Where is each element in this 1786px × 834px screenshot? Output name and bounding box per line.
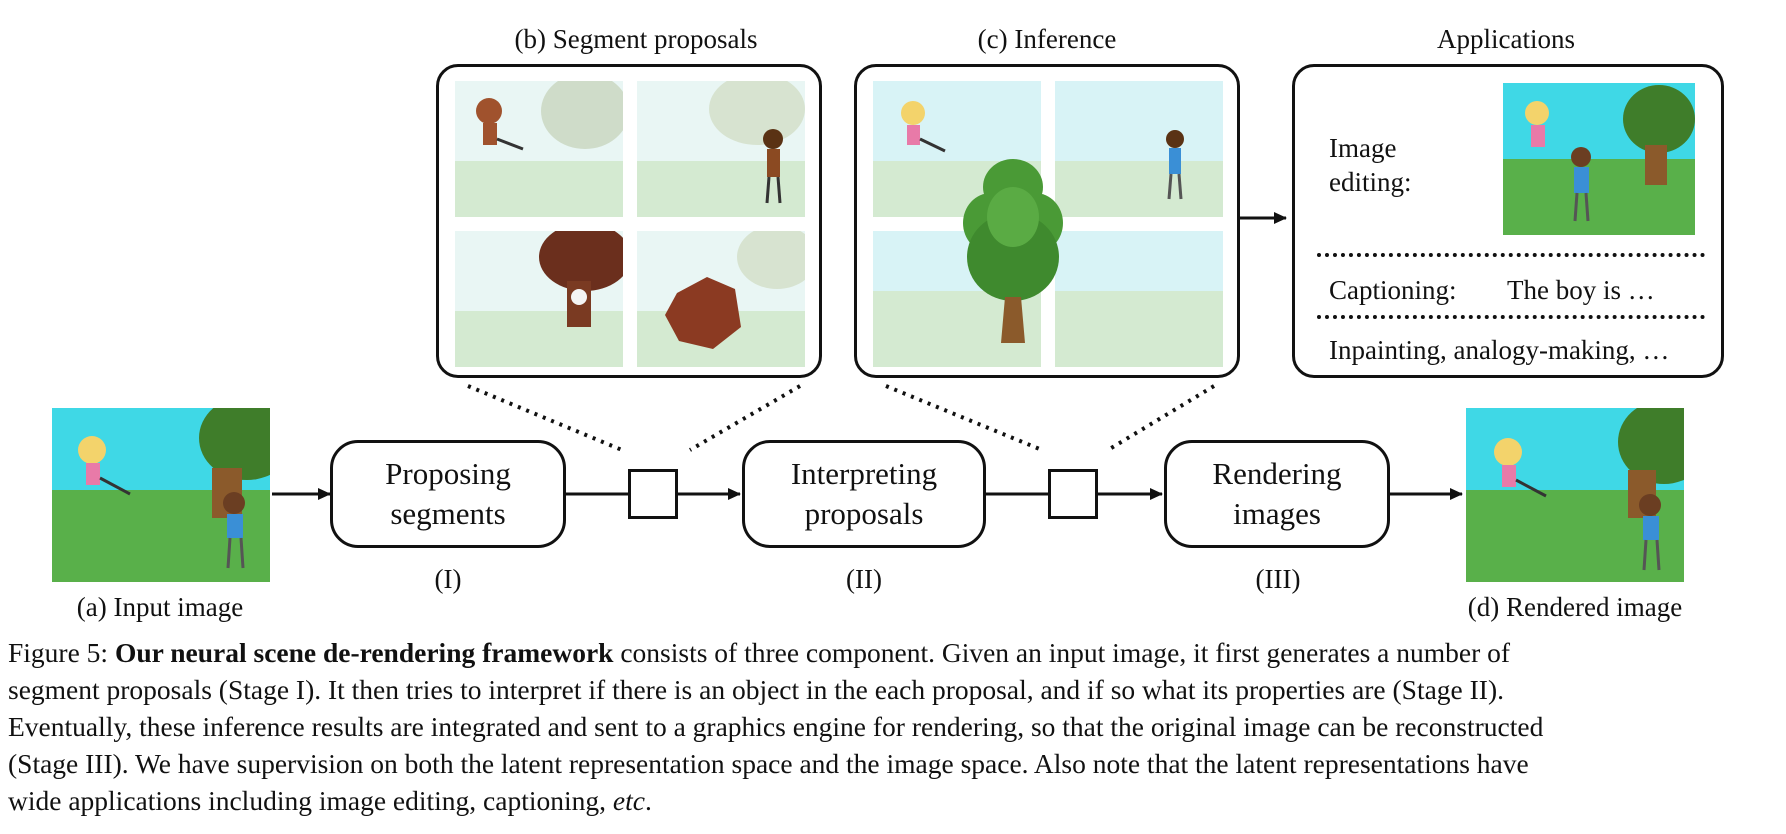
input-image <box>52 408 270 582</box>
segment-thumb-tree <box>455 231 623 367</box>
proposing-segments-line1: Proposing <box>385 456 511 491</box>
segment-thumb-girl <box>455 81 623 217</box>
caption-etc: etc <box>612 785 645 816</box>
figure-caption: Figure 5: Our neural scene de-rendering … <box>8 634 1778 819</box>
applications-title: Applications <box>1437 24 1575 54</box>
segment-thumb-shape <box>637 231 805 367</box>
image-editing-label-1: Image <box>1329 133 1397 163</box>
caption-prefix: Figure 5: <box>8 637 115 668</box>
inference-tree <box>963 159 1063 343</box>
caption-line-1: Figure 5: Our neural scene de-rendering … <box>8 634 1778 671</box>
inference-square <box>1048 469 1098 519</box>
interpreting-proposals-line1: Interpreting <box>790 456 938 491</box>
stage-label-3: (III) <box>1255 564 1301 594</box>
rendering-images-node: Rendering images <box>1164 440 1390 548</box>
segment-proposals-square <box>628 469 678 519</box>
rendering-images-line1: Rendering <box>1212 456 1342 491</box>
captioning-label: Captioning: <box>1329 275 1457 305</box>
applications-divider-1 <box>1317 253 1705 257</box>
proposing-segments-line2: segments <box>390 496 506 531</box>
rendered-image-label: (d) Rendered image <box>1467 592 1683 622</box>
interpreting-proposals-line2: proposals <box>804 496 924 531</box>
segment-thumb-boy <box>637 81 805 217</box>
caption-bold-title: Our neural scene de-rendering framework <box>114 637 614 668</box>
caption-last-line-start: wide applications including image editin… <box>8 785 613 816</box>
dotted-line-b-right <box>688 384 802 452</box>
inference-thumb-empty-2 <box>1055 231 1223 367</box>
proposing-segments-node: Proposing segments <box>330 440 566 548</box>
stage-label-2: (II) <box>846 564 882 594</box>
stage-label-1: (I) <box>434 564 462 594</box>
image-editing-label-2: editing: <box>1329 167 1412 197</box>
dotted-line-c-left <box>885 384 1043 452</box>
framework-diagram: (a) Input image Proposing segments (I) I… <box>52 24 1724 622</box>
inference-thumb-boy <box>1055 81 1223 217</box>
caption-line-3: Eventually, these inference results are … <box>8 711 1544 742</box>
inference-title: (c) Inference <box>977 24 1117 54</box>
input-image-label: (a) Input image <box>76 592 244 622</box>
more-applications: Inpainting, analogy-making, … <box>1329 335 1670 365</box>
segment-proposals-title: (b) Segment proposals <box>514 24 758 54</box>
caption-line-2: segment proposals (Stage I). It then tri… <box>8 674 1504 705</box>
applications-divider-2 <box>1317 315 1705 319</box>
caption-line-4: (Stage III). We have supervision on both… <box>8 748 1529 779</box>
caption-line-1-text: consists of three component. Given an in… <box>613 637 1511 668</box>
caption-end: . <box>644 785 652 816</box>
segment-proposals-panel <box>436 64 822 378</box>
inference-panel <box>854 64 1240 378</box>
captioning-text: The boy is … <box>1507 275 1655 305</box>
applications-panel: Image editing: Captioning: The boy is … … <box>1292 64 1724 378</box>
edited-image <box>1503 83 1695 235</box>
dotted-line-b-left <box>467 384 623 452</box>
dotted-line-c-right <box>1106 384 1216 452</box>
connectors <box>272 212 1463 500</box>
caption-line-5: wide applications including image editin… <box>8 782 1778 819</box>
interpreting-proposals-node: Interpreting proposals <box>742 440 986 548</box>
rendered-image <box>1466 408 1684 582</box>
rendering-images-line2: images <box>1233 496 1321 531</box>
